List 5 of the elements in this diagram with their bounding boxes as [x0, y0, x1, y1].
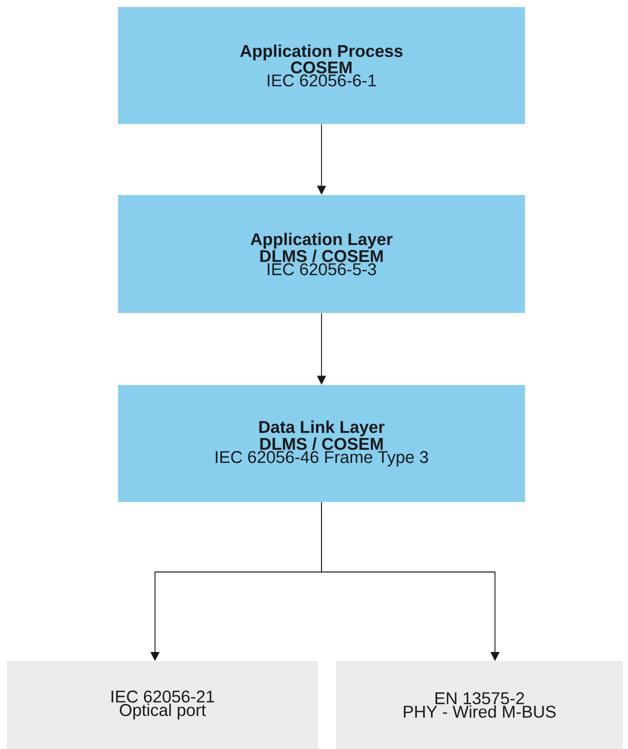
layer-box: EN 13575-2 PHY - Wired M-BUS — [336, 661, 623, 749]
layer-box: Application Process COSEM IEC 62056-6-1 — [118, 7, 525, 124]
layer-box: IEC 62056-21 Optical port — [7, 661, 318, 749]
layer-box: Application Layer DLMS / COSEM IEC 62056-5-3 — [118, 195, 525, 313]
layer-box: Data Link Layer DLMS / COSEM IEC 62056-46 Frame Type 3 — [118, 385, 525, 502]
